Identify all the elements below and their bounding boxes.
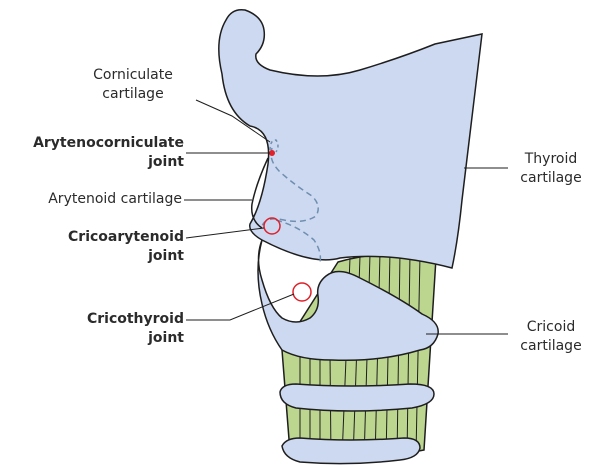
label-cricothyroid-line2: joint [0, 329, 184, 348]
cricothyroid-joint-marker [293, 283, 311, 301]
label-cricoid-cartilage: Cricoid cartilage [508, 318, 594, 356]
label-cricoid-line2: cartilage [508, 337, 594, 356]
label-arytenocorniculate-line1: Arytenocorniculate [0, 134, 184, 153]
label-arytenocorniculate-line2: joint [0, 153, 184, 172]
label-thyroid-line2: cartilage [508, 169, 594, 188]
label-corniculate-line1: Corniculate [70, 66, 196, 85]
label-cricothyroid-joint: Cricothyroid joint [0, 310, 184, 348]
label-cricoarytenoid-line2: joint [0, 247, 184, 266]
tracheal-ring-upper [280, 384, 434, 411]
label-arytenoid-line1: Arytenoid cartilage [0, 190, 182, 209]
label-arytenocorniculate-joint: Arytenocorniculate joint [0, 134, 184, 172]
label-cricoid-line1: Cricoid [508, 318, 594, 337]
thyroid-cartilage [219, 10, 482, 268]
label-arytenoid-cartilage: Arytenoid cartilage [0, 190, 182, 209]
label-cricothyroid-line1: Cricothyroid [0, 310, 184, 329]
label-cricoarytenoid-line1: Cricoarytenoid [0, 228, 184, 247]
tracheal-ring-lower [282, 438, 420, 464]
label-thyroid-line1: Thyroid [508, 150, 594, 169]
label-corniculate-line2: cartilage [70, 85, 196, 104]
label-thyroid-cartilage: Thyroid cartilage [508, 150, 594, 188]
label-corniculate-cartilage: Corniculate cartilage [70, 66, 196, 104]
label-cricoarytenoid-joint: Cricoarytenoid joint [0, 228, 184, 266]
